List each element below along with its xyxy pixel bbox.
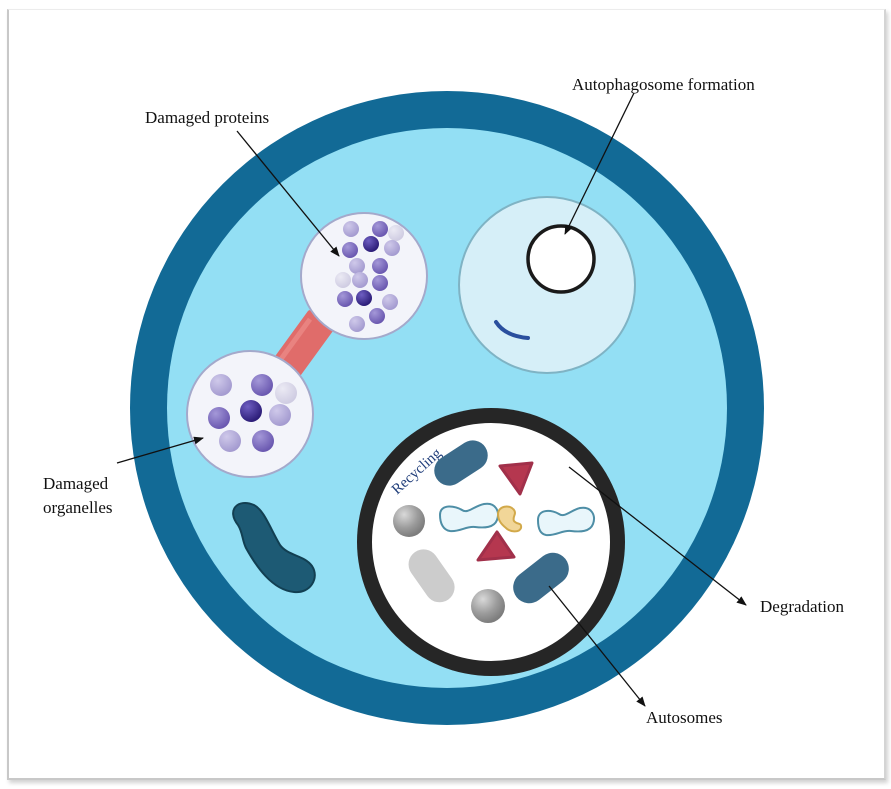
organelle-particle bbox=[252, 430, 274, 452]
protein-particle bbox=[337, 291, 353, 307]
damaged-proteins-vesicle bbox=[300, 212, 428, 340]
protein-particle bbox=[349, 316, 365, 332]
organelle-particle bbox=[275, 382, 297, 404]
label-autosomes: Autosomes bbox=[646, 708, 723, 727]
protein-particle bbox=[388, 225, 404, 241]
gray-sphere-bottom bbox=[471, 589, 505, 623]
dark-capsule-top bbox=[434, 440, 488, 486]
protein-particle bbox=[356, 290, 372, 306]
label-degradation: Degradation bbox=[760, 597, 845, 616]
organelle-particle bbox=[210, 374, 232, 396]
protein-particle bbox=[372, 258, 388, 274]
label-damaged-organelles-line2: organelles bbox=[43, 498, 113, 517]
organelle-particle bbox=[219, 430, 241, 452]
arrow-degradation bbox=[568, 466, 747, 606]
protein-particle bbox=[343, 221, 359, 237]
organelle-particle bbox=[269, 404, 291, 426]
membrane-fragment bbox=[494, 320, 530, 340]
protein-particle bbox=[382, 294, 398, 310]
protein-particle bbox=[335, 272, 351, 288]
gray-capsule bbox=[408, 549, 455, 603]
mitochondrion bbox=[232, 502, 316, 594]
label-damaged-organelles-line1: Damaged bbox=[43, 474, 109, 493]
damaged-organelles-vesicle bbox=[186, 350, 314, 478]
protein-particle bbox=[352, 272, 368, 288]
protein-particle bbox=[372, 221, 388, 237]
organelle-particle bbox=[208, 407, 230, 429]
gray-sphere-left bbox=[393, 505, 425, 537]
bean-left bbox=[438, 502, 499, 533]
arrow-autophagosome-formation bbox=[564, 92, 635, 235]
protein-particle bbox=[342, 242, 358, 258]
small-yellow-organelle bbox=[496, 505, 523, 533]
phagophore bbox=[526, 224, 596, 294]
protein-particle bbox=[363, 236, 379, 252]
triangle-top bbox=[498, 461, 534, 496]
protein-particle bbox=[372, 275, 388, 291]
label-autophagosome-formation: Autophagosome formation bbox=[572, 75, 755, 94]
arrow-autosomes bbox=[548, 585, 646, 707]
arrow-damaged-organelles bbox=[116, 436, 204, 464]
dark-capsule-bottom bbox=[513, 552, 569, 604]
organelle-particle bbox=[240, 400, 262, 422]
triangle-bottom bbox=[476, 530, 516, 562]
label-damaged-proteins: Damaged proteins bbox=[145, 108, 269, 127]
protein-particle bbox=[349, 258, 365, 274]
organelle-particle bbox=[251, 374, 273, 396]
bean-right bbox=[536, 506, 595, 537]
arrow-damaged-proteins bbox=[236, 130, 340, 257]
protein-particle bbox=[384, 240, 400, 256]
protein-particle bbox=[369, 308, 385, 324]
